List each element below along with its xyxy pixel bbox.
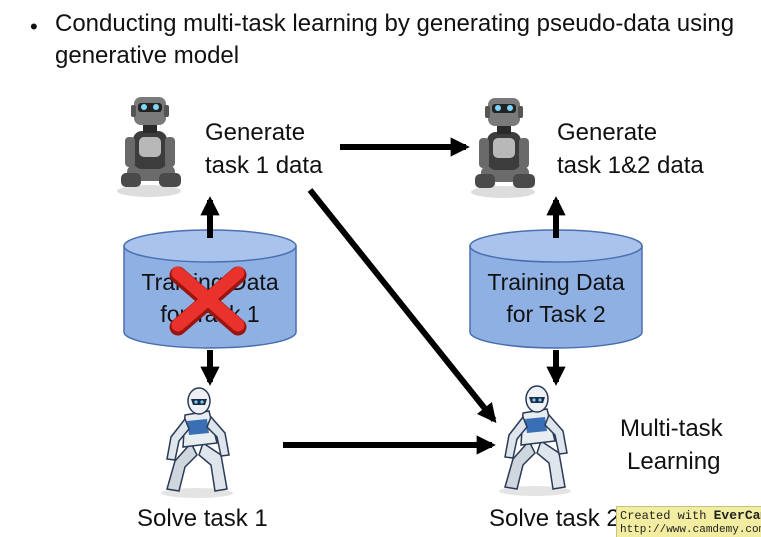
generator-right-label-line1: Generate (557, 119, 658, 146)
arrow-gen1-to-multitask (307, 188, 497, 423)
solver-right-label: Solve task 2 (489, 505, 620, 532)
multitask-label-line2: Learning (627, 448, 721, 475)
solver-right-robot-icon (498, 385, 572, 497)
generator-left-label-line1: Generate (205, 119, 306, 146)
multitask-label-line1: Multi-task (620, 415, 723, 442)
generator-left-label-line2: task 1 data (205, 152, 323, 179)
generator-right-robot-icon (471, 98, 535, 198)
db-right-label-line1: Training Data (487, 269, 624, 295)
watermark-url: http://www.camdemy.com (620, 524, 761, 536)
solver-left-robot-icon (160, 387, 234, 499)
db-right-label-line2: for Task 2 (506, 301, 605, 327)
watermark-brand: EverCam (713, 508, 761, 523)
db-right-cylinder-icon (469, 229, 643, 349)
watermark-prefix: Created with (620, 509, 707, 523)
red-cross-icon (169, 266, 247, 336)
solver-left-label: Solve task 1 (137, 505, 268, 532)
evercam-watermark: Created with EverCam http://www.camdemy.… (616, 506, 761, 537)
slide-bullet-text: Conducting multi-task learning by genera… (55, 10, 735, 69)
bullet-dot: • (30, 14, 38, 39)
generator-right-label-line2: task 1&2 data (557, 152, 704, 179)
generator-left-robot-icon (117, 97, 181, 197)
